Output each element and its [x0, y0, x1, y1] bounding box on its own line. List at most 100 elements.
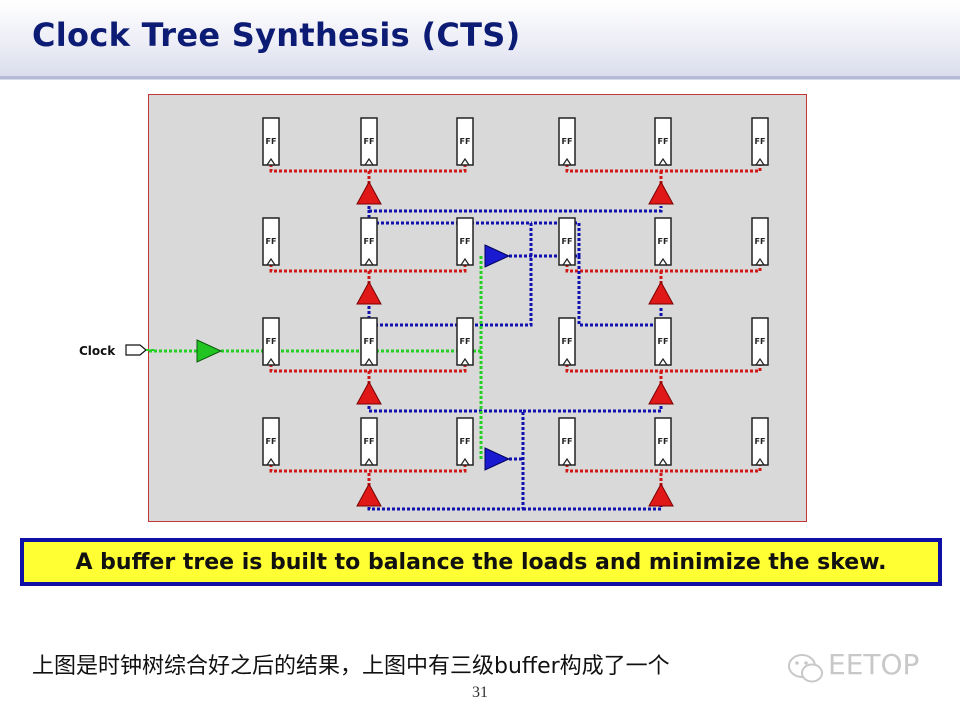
clock-pin-icon — [266, 157, 276, 166]
flipflop — [654, 217, 672, 266]
flipflop — [751, 417, 769, 466]
clock-pin-icon — [755, 257, 765, 266]
clock-pin-icon — [658, 357, 668, 366]
blue-net-upper-link — [531, 221, 581, 256]
flipflop — [558, 317, 576, 366]
flipflop — [558, 417, 576, 466]
flipflop-label: FF — [266, 337, 277, 346]
clock-pin-icon — [562, 357, 572, 366]
flipflop-label: FF — [266, 137, 277, 146]
flipflop — [262, 317, 280, 366]
clock-pin-icon — [460, 357, 470, 366]
watermark-text: EETOP — [828, 648, 920, 681]
clock-pin-icon — [364, 157, 374, 166]
clock-pin-icon — [460, 457, 470, 466]
flipflop — [262, 217, 280, 266]
clock-pin-icon — [364, 457, 374, 466]
clock-pin-icon — [364, 357, 374, 366]
flipflop-label: FF — [755, 137, 766, 146]
clock-pin-icon — [755, 157, 765, 166]
flipflop — [654, 417, 672, 466]
chinese-note: 上图是时钟树综合好之后的结果，上图中有三级buffer构成了一个 — [32, 654, 670, 679]
flipflop-label: FF — [266, 237, 277, 246]
flipflop-label: FF — [460, 437, 471, 446]
flipflop — [654, 317, 672, 366]
clock-port-icon: Clock — [79, 344, 156, 358]
clock-pin-icon — [364, 257, 374, 266]
red-buffer-icon — [648, 280, 674, 305]
flipflop-label: FF — [266, 437, 277, 446]
flipflop — [558, 117, 576, 166]
flipflop — [456, 117, 474, 166]
caption-text: A buffer tree is built to balance the lo… — [75, 550, 887, 575]
clock-tree-diagram: FF FF FF FF FF FF FF FF FF FF FF FF FF FF FF FF FF FF FF FF… — [149, 117, 769, 511]
flipflop-label: FF — [658, 437, 669, 446]
clock-pin-icon — [266, 357, 276, 366]
clock-pin-icon — [460, 157, 470, 166]
blue-net-lower-right-top — [523, 406, 663, 413]
clock-pin-icon — [658, 457, 668, 466]
blue-net-top — [367, 206, 663, 213]
slide-title: Clock Tree Synthesis (CTS) — [32, 16, 521, 54]
flipflop-label: FF — [364, 437, 375, 446]
eetop-watermark: EETOP — [786, 648, 936, 688]
clock-pin-icon — [562, 257, 572, 266]
red-buffer-icon — [648, 180, 674, 205]
red-buffer-icon — [356, 280, 382, 305]
flipflop-label: FF — [755, 237, 766, 246]
clock-pin-icon — [562, 457, 572, 466]
clock-pin-icon — [460, 257, 470, 266]
green-buffer-icon — [196, 339, 223, 363]
clock-pin-icon — [658, 257, 668, 266]
flipflop — [751, 217, 769, 266]
blue-net-lower-left — [367, 406, 525, 511]
flipflop — [558, 217, 576, 266]
flipflop-label: FF — [658, 137, 669, 146]
blue-buffer-icon — [484, 244, 511, 268]
flipflop — [654, 117, 672, 166]
flipflop-label: FF — [658, 237, 669, 246]
clock-pin-icon — [658, 157, 668, 166]
flipflop-label: FF — [755, 337, 766, 346]
blue-net-lower-right-bottom — [523, 506, 663, 511]
flipflop-label: FF — [658, 337, 669, 346]
title-bar: Clock Tree Synthesis (CTS) — [0, 0, 960, 80]
wechat-logo-icon — [788, 654, 823, 683]
flipflop — [262, 117, 280, 166]
red-buffer-icon — [356, 380, 382, 405]
cts-diagram-panel: FF FF FF FF FF FF FF FF FF FF FF FF FF FF FF FF FF FF FF FF… — [148, 94, 807, 522]
flipflop-label: FF — [460, 337, 471, 346]
flipflop — [360, 417, 378, 466]
flipflop — [456, 317, 474, 366]
red-buffer-icon — [648, 380, 674, 405]
flipflop — [751, 117, 769, 166]
flipflop-label: FF — [562, 337, 573, 346]
flipflop — [262, 417, 280, 466]
caption-box: A buffer tree is built to balance the lo… — [20, 538, 942, 586]
flipflop — [360, 117, 378, 166]
flipflop-label: FF — [460, 137, 471, 146]
flipflop — [456, 417, 474, 466]
clock-pin-icon — [562, 157, 572, 166]
red-buffer-icon — [648, 482, 674, 507]
clock-pin-icon — [755, 357, 765, 366]
title-divider — [0, 76, 960, 79]
flipflop-label: FF — [364, 237, 375, 246]
flipflop-label: FF — [562, 237, 573, 246]
flipflop — [360, 317, 378, 366]
flipflop — [360, 217, 378, 266]
red-buffer-icon — [356, 180, 382, 205]
flipflop — [456, 217, 474, 266]
clock-label: Clock — [79, 344, 116, 358]
clock-pin-icon — [266, 457, 276, 466]
flipflop-label: FF — [460, 237, 471, 246]
flipflop-label: FF — [364, 337, 375, 346]
clock-pin-shape — [125, 344, 147, 356]
flipflop-label: FF — [562, 437, 573, 446]
clock-pin-icon — [755, 457, 765, 466]
red-buffer-icon — [356, 482, 382, 507]
clock-pin-icon — [266, 257, 276, 266]
flipflop-label: FF — [755, 437, 766, 446]
page-number: 31 — [472, 684, 488, 701]
blue-net-upper-left — [367, 206, 533, 327]
